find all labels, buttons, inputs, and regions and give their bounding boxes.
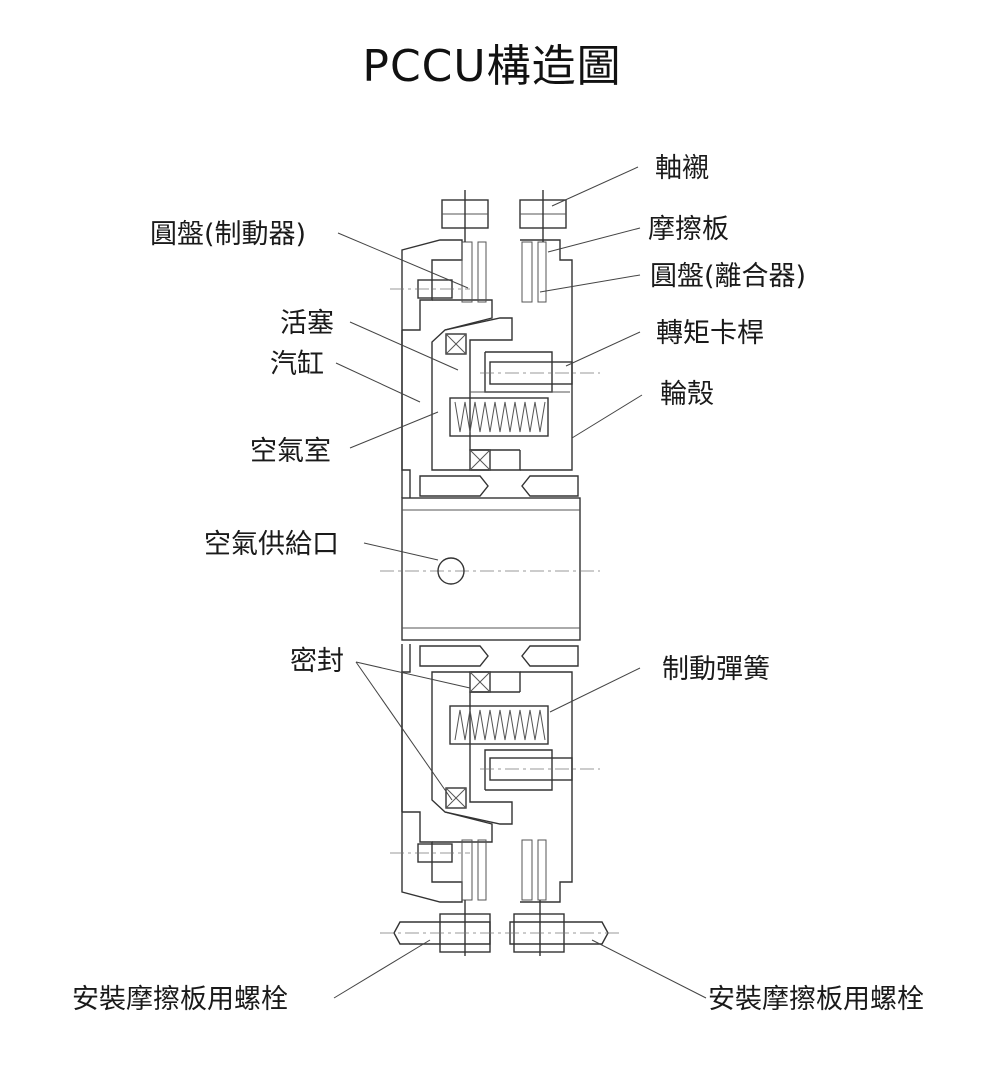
lower-assembly bbox=[390, 644, 600, 903]
label-mounting-bolt-right: 安裝摩擦板用螺栓 bbox=[708, 984, 924, 1015]
air-supply-port-hole bbox=[437, 557, 465, 585]
label-disc-clutch: 圓盤(離合器) bbox=[650, 261, 806, 292]
label-air-chamber: 空氣室 bbox=[250, 436, 331, 467]
label-shaft-bushing: 軸襯 bbox=[655, 153, 709, 184]
label-hub: 輪殼 bbox=[660, 379, 714, 410]
label-seal: 密封 bbox=[290, 646, 344, 677]
mounting-bolts-bottom bbox=[380, 900, 620, 956]
label-brake-spring: 制動彈簧 bbox=[662, 654, 770, 685]
label-torque-pin: 轉矩卡桿 bbox=[656, 318, 764, 349]
label-air-supply-port: 空氣供給口 bbox=[204, 529, 339, 560]
leader-lines bbox=[333, 166, 707, 999]
shaft-body bbox=[380, 497, 600, 641]
label-friction-plate: 摩擦板 bbox=[648, 214, 729, 245]
label-cylinder: 汽缸 bbox=[270, 349, 324, 380]
page-title: PCCU構造圖 bbox=[362, 41, 622, 92]
label-mounting-bolt-left: 安裝摩擦板用螺栓 bbox=[72, 984, 288, 1015]
upper-assembly bbox=[390, 190, 600, 498]
label-piston: 活塞 bbox=[280, 308, 334, 339]
label-disc-brake: 圓盤(制動器) bbox=[150, 219, 306, 250]
